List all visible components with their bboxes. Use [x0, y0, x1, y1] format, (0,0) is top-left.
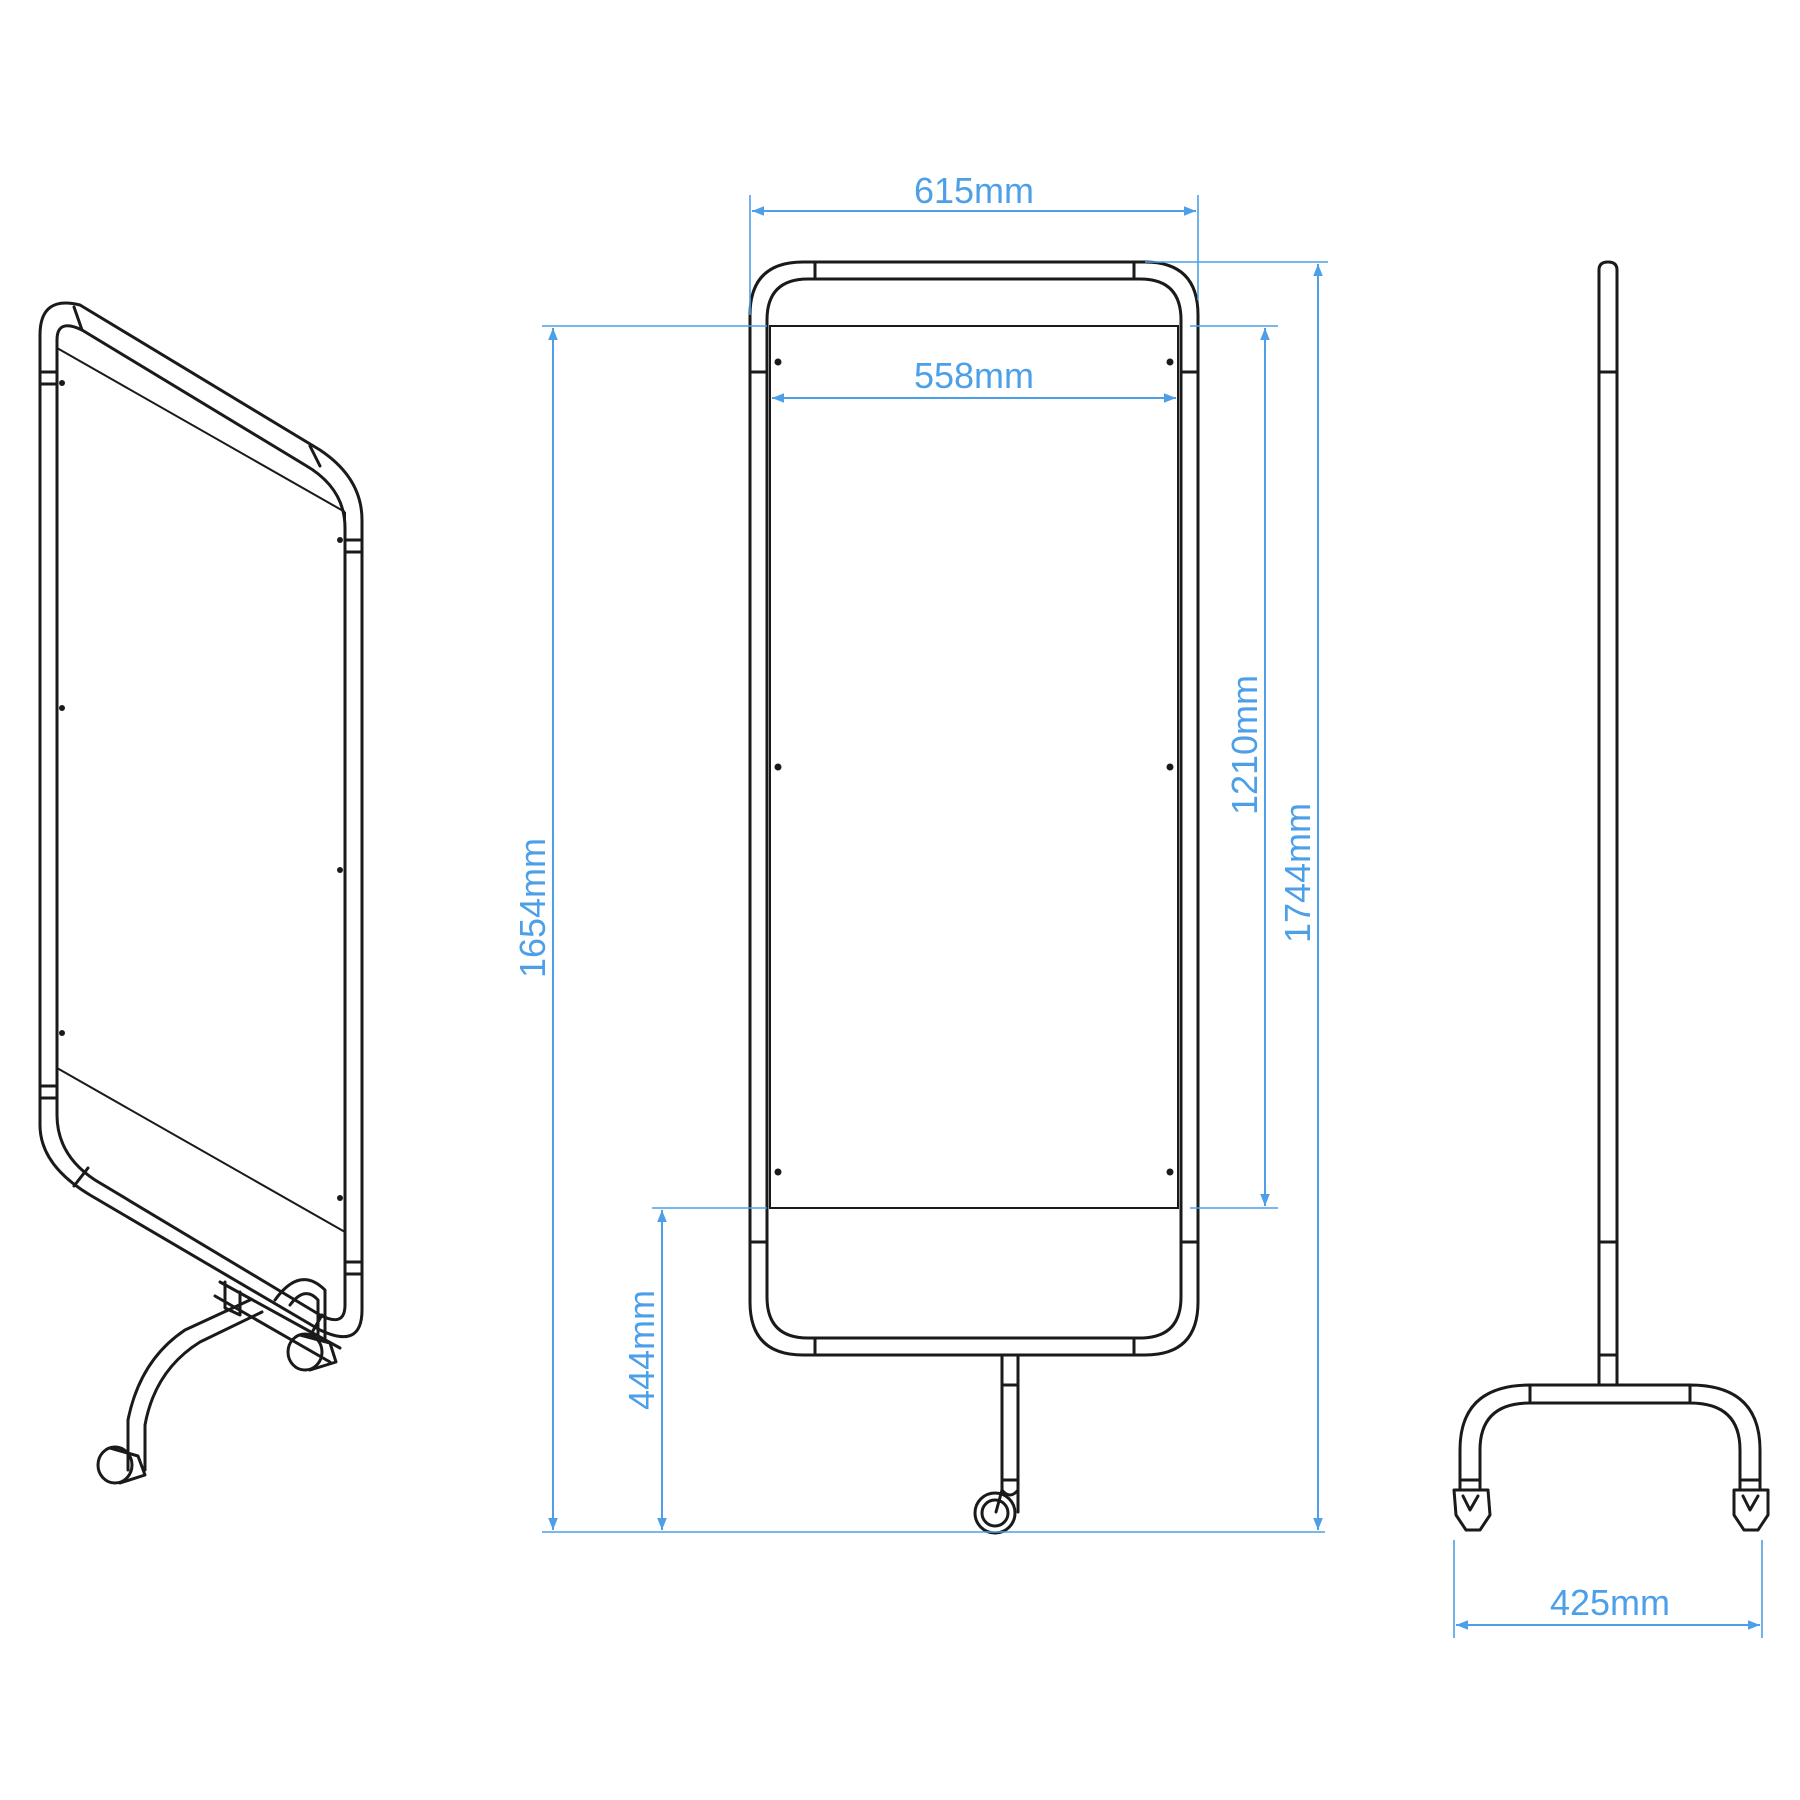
front-caster-wheel — [973, 1491, 1017, 1535]
iso-casters — [96, 1332, 338, 1485]
dimension-label-overall-width: 615mm — [914, 170, 1034, 211]
side-post — [1597, 260, 1619, 1387]
dimension-panel-width: 558mm — [772, 355, 1176, 403]
front-frame-outer — [748, 260, 1200, 1357]
dimension-base-height: 444mm — [621, 1207, 767, 1530]
isometric-view — [38, 301, 364, 1485]
front-bolts — [774, 358, 1174, 1176]
dimension-label-panel-height: 1210mm — [1224, 675, 1265, 815]
front-caster-hub — [980, 1498, 1010, 1528]
dimension-frame-height: 1654mm — [512, 325, 1325, 1533]
front-stem — [994, 1353, 1020, 1514]
side-view — [1452, 260, 1770, 1532]
iso-tube-joints — [38, 305, 364, 1338]
side-base — [1458, 1383, 1762, 1492]
front-view — [748, 260, 1200, 1535]
dimension-panel-height: 1210mm — [1190, 325, 1278, 1209]
front-frame-inner — [765, 277, 1183, 1340]
iso-frame-outer — [38, 301, 364, 1339]
dimension-overall-height: 1744mm — [1145, 261, 1328, 1530]
dimension-label-base-height: 444mm — [621, 1290, 662, 1410]
dimension-label-overall-height: 1744mm — [1277, 803, 1318, 943]
iso-frame-inner — [55, 324, 347, 1322]
iso-base — [126, 1278, 342, 1472]
dimension-label-panel-width: 558mm — [914, 355, 1034, 396]
dimension-base-width: 425mm — [1453, 1540, 1763, 1638]
dimension-label-frame-height: 1654mm — [512, 838, 553, 978]
iso-panel — [56, 347, 346, 1233]
dimension-label-base-width: 425mm — [1550, 1582, 1670, 1623]
iso-bolts — [59, 380, 343, 1201]
front-tube-joints — [748, 260, 1200, 1357]
side-casters — [1452, 1488, 1770, 1532]
dimension-overall-width: 615mm — [749, 170, 1199, 315]
front-panel — [769, 325, 1179, 1209]
